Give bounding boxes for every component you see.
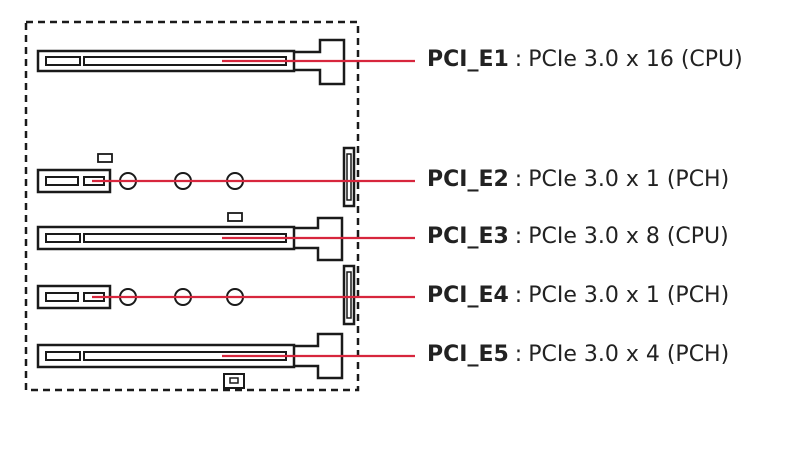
slot-name: PCI_E4 — [427, 283, 509, 308]
board-outline — [24, 20, 360, 392]
slot-name: PCI_E5 — [427, 342, 509, 367]
label-pci-e4: PCI_E4:PCIe 3.0 x 1 (PCH) — [427, 283, 729, 309]
slot-spec: PCIe 3.0 x 16 (CPU) — [528, 47, 743, 72]
label-pci-e2: PCI_E2:PCIe 3.0 x 1 (PCH) — [427, 167, 729, 193]
slot-separator: : — [514, 224, 523, 249]
slot-separator: : — [514, 283, 523, 308]
slot-separator: : — [514, 47, 523, 72]
label-pci-e1: PCI_E1:PCIe 3.0 x 16 (CPU) — [427, 47, 743, 73]
slot-spec: PCIe 3.0 x 1 (PCH) — [528, 283, 730, 308]
slot-spec: PCIe 3.0 x 1 (PCH) — [528, 167, 730, 192]
slot-spec: PCIe 3.0 x 8 (CPU) — [528, 224, 729, 249]
slot-separator: : — [514, 342, 523, 367]
slot-spec: PCIe 3.0 x 4 (PCH) — [528, 342, 730, 367]
slot-pci-e3 — [36, 212, 344, 262]
slot-pci-e5 — [36, 332, 344, 389]
slot-name: PCI_E3 — [427, 224, 509, 249]
slot-pci-e2 — [36, 153, 244, 194]
slot-name: PCI_E2 — [427, 167, 509, 192]
side-connector — [342, 146, 356, 208]
label-pci-e3: PCI_E3:PCIe 3.0 x 8 (CPU) — [427, 224, 729, 250]
label-pci-e5: PCI_E5:PCIe 3.0 x 4 (PCH) — [427, 342, 729, 368]
slot-separator: : — [514, 167, 523, 192]
side-connector-lower — [342, 264, 356, 326]
slot-name: PCI_E1 — [427, 47, 509, 72]
